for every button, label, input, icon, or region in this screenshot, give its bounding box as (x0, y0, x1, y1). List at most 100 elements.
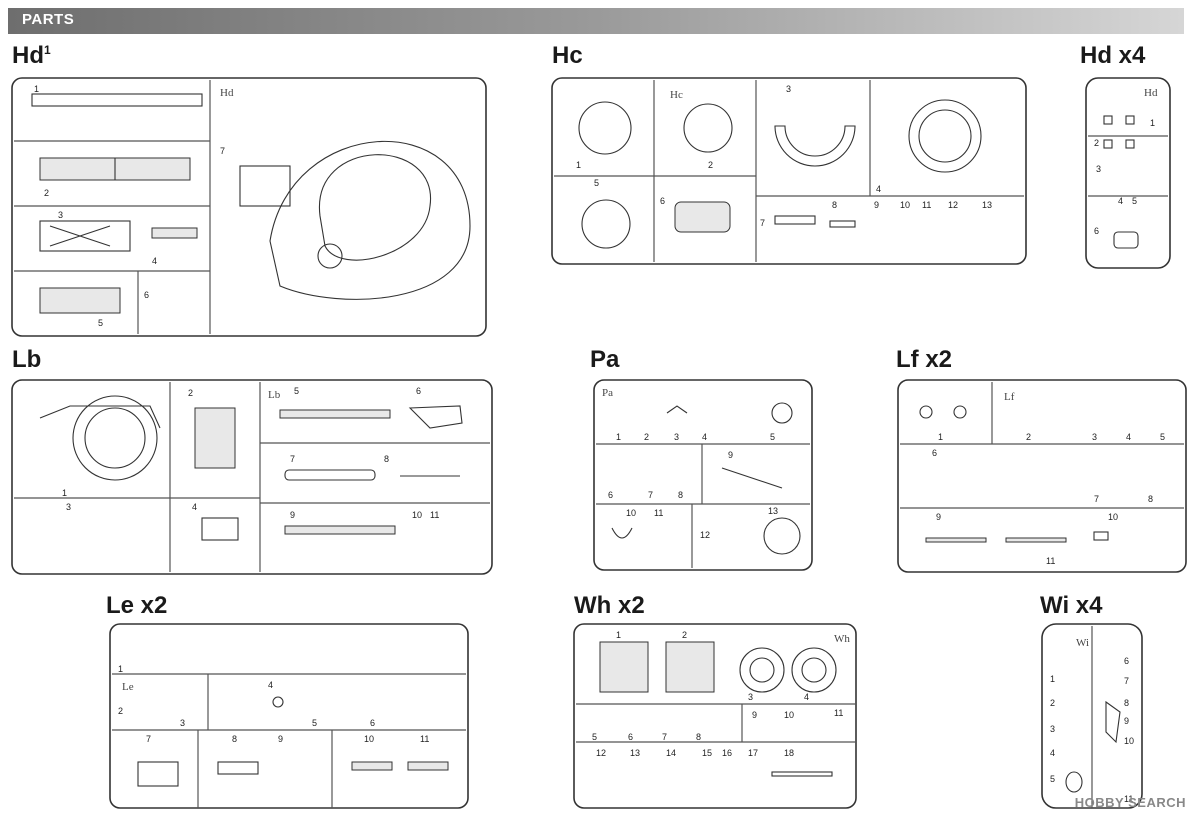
part-number: 3 (1050, 724, 1055, 734)
sprue-label-hc: Hc (552, 42, 583, 69)
part-number: 4 (268, 680, 273, 690)
part-number: 9 (936, 512, 941, 522)
part-number: 4 (702, 432, 707, 442)
sprue-hd4-tag: Hd (1144, 87, 1158, 99)
part-number: 11 (654, 508, 663, 518)
part-number: 11 (834, 708, 843, 718)
sprue-label-hd1: Hd1 (12, 42, 51, 70)
sprue-pa: Pa 1 2 3 4 5 6 7 8 9 10 11 12 13 (593, 379, 813, 571)
part-number: 13 (630, 748, 640, 758)
part-number: 5 (1050, 774, 1055, 784)
part-number: 6 (1124, 656, 1129, 666)
part-number: 11 (1124, 794, 1133, 804)
part-number: 7 (220, 146, 225, 156)
part-number: 3 (1096, 164, 1101, 174)
part-number: 5 (294, 386, 299, 396)
part-number: 2 (644, 432, 649, 442)
watermark-logo: HOBBY SEARCH (1074, 795, 1186, 810)
part-number: 5 (312, 718, 317, 728)
part-number: 11 (922, 200, 931, 210)
part-number: 9 (752, 710, 757, 720)
sprue-lb: Lb 1 2 3 4 5 6 7 8 9 10 11 (11, 379, 493, 575)
part-number: 3 (674, 432, 679, 442)
part-number: 8 (696, 732, 701, 742)
part-number: 5 (592, 732, 597, 742)
part-number: 14 (666, 748, 676, 758)
part-number: 4 (1126, 432, 1131, 442)
part-number: 5 (770, 432, 775, 442)
part-number: 1 (616, 630, 621, 640)
sprue-label-le: Le x2 (106, 592, 168, 619)
part-number: 2 (188, 388, 193, 398)
part-number: 7 (146, 734, 151, 744)
part-number: 6 (660, 196, 665, 206)
part-number: 10 (412, 510, 422, 520)
part-number: 10 (1124, 736, 1134, 746)
part-number: 8 (232, 734, 237, 744)
part-number: 8 (678, 490, 683, 500)
part-number: 8 (384, 454, 389, 464)
part-number: 13 (768, 506, 778, 516)
sprue-hc: Hc 1 2 3 4 5 6 7 8 9 10 11 12 13 (551, 77, 1027, 265)
sprue-hd1-tag: Hd (220, 87, 234, 99)
part-number: 2 (1050, 698, 1055, 708)
part-number: 6 (370, 718, 375, 728)
part-number: 12 (700, 530, 710, 540)
sprue-label-lb: Lb (12, 346, 42, 373)
part-number: 10 (900, 200, 910, 210)
part-number: 1 (1150, 118, 1155, 128)
part-number: 2 (1094, 138, 1099, 148)
part-number: 2 (682, 630, 687, 640)
part-number: 4 (876, 184, 881, 194)
part-number: 6 (144, 290, 149, 300)
part-number: 5 (98, 318, 103, 328)
part-number: 6 (1094, 226, 1099, 236)
part-number: 7 (1094, 494, 1099, 504)
sprue-label-hd1-sup: 1 (44, 43, 51, 57)
part-number: 6 (608, 490, 613, 500)
sprue-le: Le 1 2 3 4 5 6 7 8 9 10 11 (109, 623, 469, 809)
part-number: 4 (1050, 748, 1055, 758)
part-number: 1 (1050, 674, 1055, 684)
sprue-label-lf: Lf x2 (896, 346, 953, 373)
part-number: 3 (1092, 432, 1097, 442)
part-number: 2 (118, 706, 123, 716)
part-number: 16 (722, 748, 732, 758)
part-number: 3 (66, 502, 71, 512)
sprue-le-tag: Le (122, 681, 134, 693)
part-number: 1 (938, 432, 943, 442)
part-number: 6 (416, 386, 421, 396)
part-number: 11 (1046, 556, 1055, 566)
part-number: 4 (192, 502, 197, 512)
part-number: 5 (1132, 196, 1137, 206)
part-number: 4 (152, 256, 157, 266)
sprue-wh: Wh 1 2 3 4 5 6 7 8 9 10 11 12 13 14 15 1… (573, 623, 857, 809)
part-number: 7 (760, 218, 765, 228)
part-number: 3 (786, 84, 791, 94)
part-number: 1 (34, 84, 39, 94)
part-number: 9 (874, 200, 879, 210)
part-number: 17 (748, 748, 758, 758)
sprue-label-hd4: Hd x4 (1080, 42, 1146, 69)
sprue-label-wh: Wh x2 (574, 592, 645, 619)
sprue-hc-tag: Hc (670, 89, 683, 101)
part-number: 7 (1124, 676, 1129, 686)
part-number: 12 (948, 200, 958, 210)
part-number: 11 (430, 510, 439, 520)
part-number: 10 (626, 508, 636, 518)
part-number: 12 (596, 748, 606, 758)
sprue-pa-tag: Pa (602, 387, 613, 399)
part-number: 2 (1026, 432, 1031, 442)
part-number: 8 (832, 200, 837, 210)
part-number: 11 (420, 734, 429, 744)
part-number: 4 (1118, 196, 1123, 206)
part-number: 8 (1124, 698, 1129, 708)
part-number: 7 (648, 490, 653, 500)
sprue-wi: Wi 1 2 3 4 5 6 7 8 9 10 11 (1041, 623, 1143, 809)
sprue-hd4: Hd 1 2 3 4 5 6 (1085, 77, 1171, 269)
part-number: 10 (784, 710, 794, 720)
part-number: 9 (278, 734, 283, 744)
part-number: 15 (702, 748, 712, 758)
sprue-wi-tag: Wi (1076, 637, 1089, 649)
sprue-wh-tag: Wh (834, 633, 850, 645)
